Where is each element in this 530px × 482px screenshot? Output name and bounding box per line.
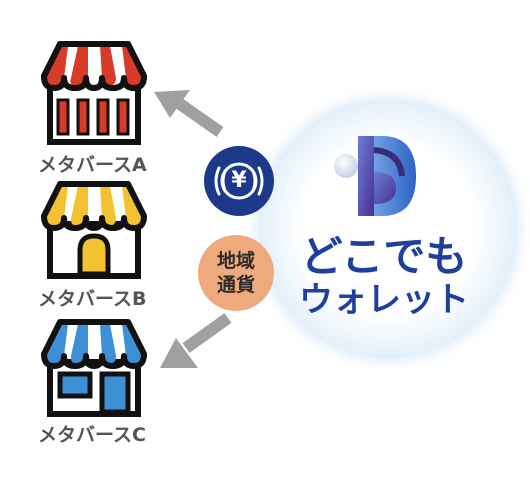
local-currency-line1: 地域: [216, 250, 255, 272]
store-b-icon: [41, 181, 147, 279]
yen-symbol: ¥: [231, 168, 247, 193]
wallet-logo-icon: [334, 136, 416, 216]
arrow-to-store-a-icon: [154, 90, 224, 137]
store-a-label: メタバースA: [38, 154, 147, 176]
local-currency-line2: 通貨: [216, 274, 255, 296]
wallet-name-line1: どこでも: [300, 232, 468, 281]
yen-coin-badge: ¥: [204, 146, 274, 216]
store-b-label: メタバースB: [38, 288, 147, 310]
arrow-to-store-c-icon: [160, 313, 232, 368]
store-c-icon: [41, 319, 147, 417]
store-c-label: メタバースC: [38, 424, 146, 446]
yen-coin-icon: [214, 162, 264, 200]
wallet-name-line2: ウォレット: [299, 280, 469, 320]
store-a-icon: [41, 41, 147, 145]
local-currency-badge: 地域 通貨: [198, 235, 274, 311]
